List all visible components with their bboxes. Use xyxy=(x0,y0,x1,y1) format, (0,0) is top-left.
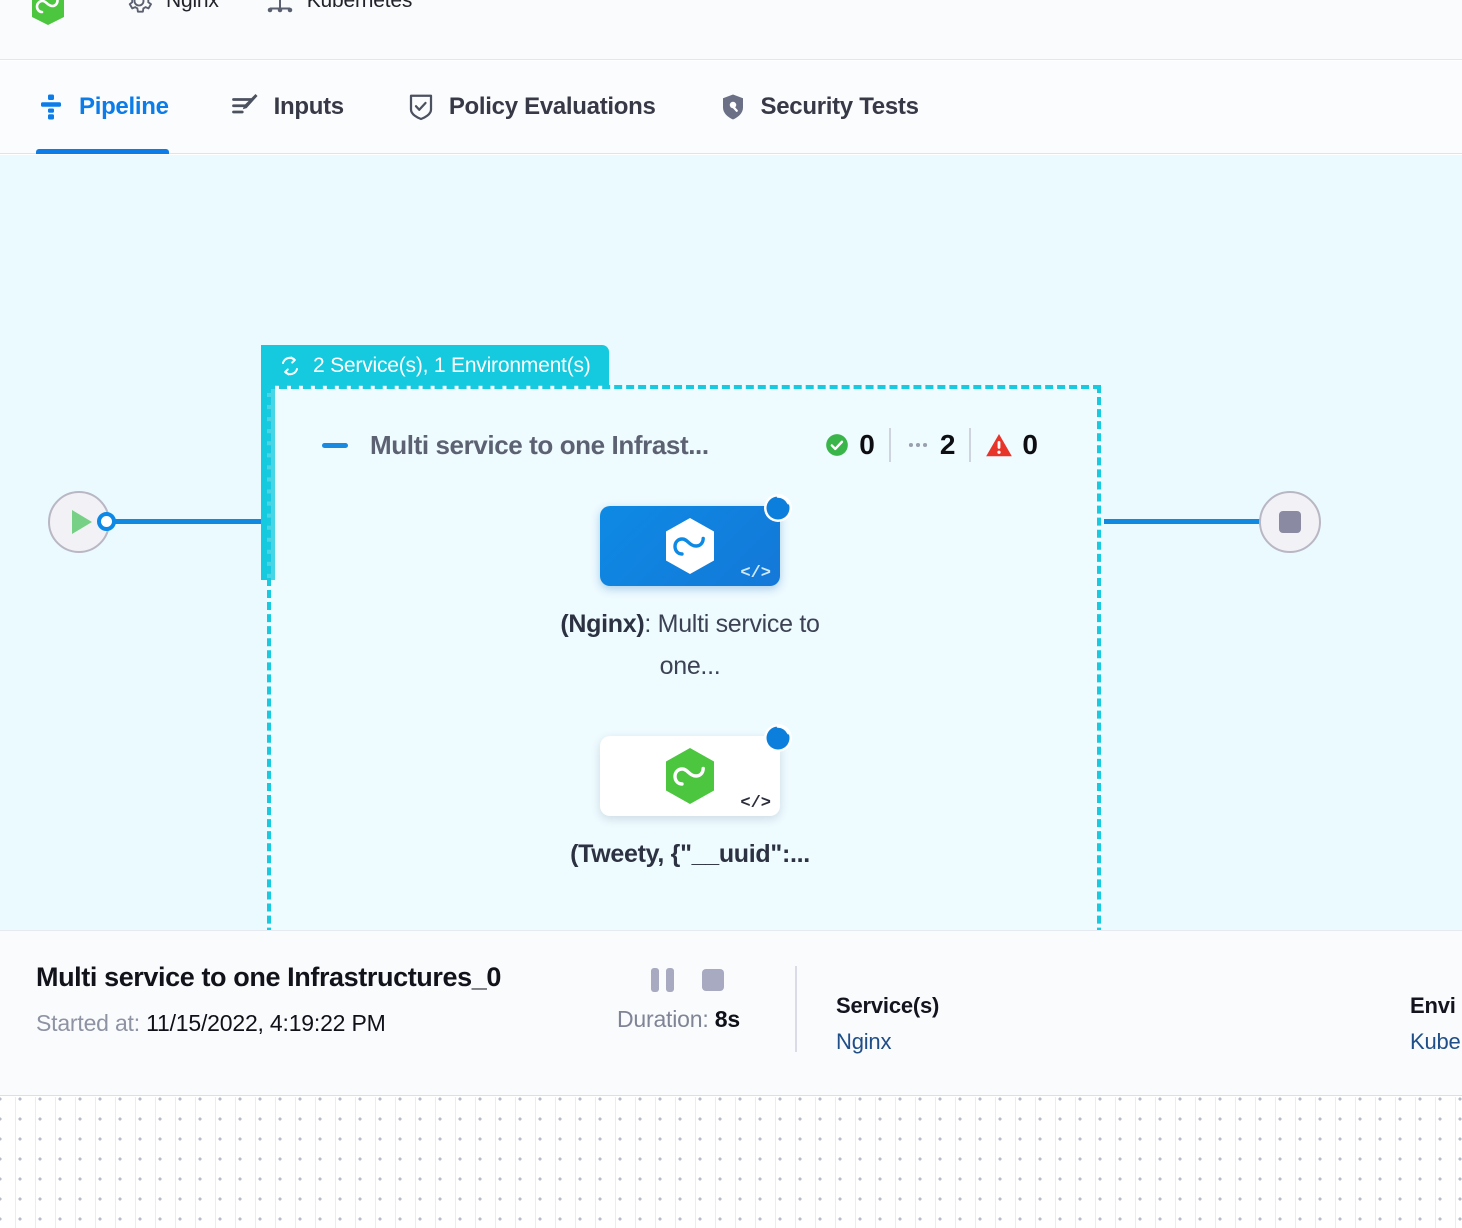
environments-column-title: Envi xyxy=(1410,993,1456,1018)
node-label-rest: : Multi service to one... xyxy=(644,610,820,680)
duration-label: Duration: xyxy=(617,1006,709,1032)
running-spinner-badge xyxy=(764,494,792,522)
pipeline-end-node[interactable] xyxy=(1259,491,1321,553)
breadcrumb-item-harness[interactable] xyxy=(30,0,78,26)
inputs-icon xyxy=(231,94,258,114)
stat-divider xyxy=(969,428,972,462)
breadcrumb-strip: Nginx Kubernetes xyxy=(0,0,1462,60)
group-header-label: 2 Service(s), 1 Environment(s) xyxy=(313,353,591,377)
pause-icon[interactable] xyxy=(651,968,674,992)
stat-value: 0 xyxy=(1022,429,1038,460)
tab-label: Policy Evaluations xyxy=(448,93,656,120)
kubernetes-icon xyxy=(267,0,292,13)
service-node-tweety[interactable]: </> xyxy=(600,724,792,816)
breadcrumb-label: Kubernetes xyxy=(306,0,413,12)
breadcrumb-label: Nginx xyxy=(166,0,219,12)
stop-icon[interactable] xyxy=(702,969,724,991)
tab-inputs[interactable]: Inputs xyxy=(231,61,370,154)
tab-bar: Pipeline Inputs Policy Evaluations Secur… xyxy=(0,61,1462,154)
stat-value: 2 xyxy=(939,429,956,460)
tab-policy-evaluations[interactable]: Policy Evaluations xyxy=(406,61,682,154)
stage-group-box xyxy=(267,385,1101,930)
harness-hexagon-icon xyxy=(664,517,716,575)
execution-controls xyxy=(651,968,724,992)
gear-icon xyxy=(128,0,152,13)
service-node-nginx-label: (Nginx): Multi service to one... xyxy=(560,603,820,687)
stat-warning: 0 xyxy=(971,429,1052,461)
execution-duration: Duration: 8s xyxy=(617,1006,740,1033)
stop-icon xyxy=(1279,511,1301,533)
edge-group-to-end xyxy=(1104,519,1268,524)
execution-started: Started at: 11/15/2022, 4:19:22 PM xyxy=(36,1010,386,1037)
minus-collapse-icon[interactable] xyxy=(322,442,348,448)
security-shield-icon xyxy=(722,94,743,120)
pipeline-canvas[interactable]: 2 Service(s), 1 Environment(s) Multi ser… xyxy=(0,155,1462,930)
started-value: 11/15/2022, 4:19:22 PM xyxy=(146,1010,386,1036)
harness-hexagon-icon xyxy=(32,0,64,25)
detail-divider xyxy=(795,966,797,1052)
harness-hexagon-icon xyxy=(664,747,716,805)
code-icon: </> xyxy=(740,794,771,813)
node-label-bold: (Nginx) xyxy=(560,610,645,638)
services-column-value[interactable]: Nginx xyxy=(836,1029,892,1054)
play-icon xyxy=(72,510,92,534)
service-node-tweety-label: (Tweety, {"__uuid":... xyxy=(560,833,820,875)
environments-column-value[interactable]: Kube xyxy=(1410,1029,1461,1054)
background-dot-grid xyxy=(0,1097,1462,1228)
stage-stats: 0 2 xyxy=(810,428,1052,462)
tab-label: Pipeline xyxy=(79,93,169,120)
tab-label: Inputs xyxy=(273,93,345,120)
group-header[interactable]: 2 Service(s), 1 Environment(s) xyxy=(261,345,609,386)
stat-success: 0 xyxy=(810,429,889,461)
service-node-nginx[interactable]: </> xyxy=(600,494,792,586)
started-label: Started at: xyxy=(36,1010,140,1036)
warning-triangle-icon xyxy=(986,434,1013,457)
edge-start-to-group xyxy=(112,519,272,524)
running-spinner-badge xyxy=(764,724,792,752)
pipeline-icon xyxy=(41,94,61,120)
tab-label: Security Tests xyxy=(760,93,919,120)
duration-value: 8s xyxy=(714,1006,740,1032)
loop-repeat-icon xyxy=(282,356,298,375)
services-column-title: Service(s) xyxy=(836,993,940,1018)
code-icon: </> xyxy=(740,564,771,583)
stage-header-row[interactable]: Multi service to one Infrast... 0 xyxy=(322,423,1052,467)
execution-detail-bar xyxy=(0,930,1462,1096)
success-check-icon xyxy=(826,434,849,456)
tab-security-tests[interactable]: Security Tests xyxy=(718,61,945,154)
tab-pipeline[interactable]: Pipeline xyxy=(36,61,195,154)
stat-divider xyxy=(888,428,891,462)
node-label-bold: (Tweety, {"__uuid":... xyxy=(570,840,810,868)
execution-title: Multi service to one Infrastructures_0 xyxy=(36,962,501,992)
policy-shield-icon xyxy=(409,94,432,121)
stage-title: Multi service to one Infrast... xyxy=(370,429,709,460)
breadcrumb-item-kubernetes[interactable]: Kubernetes xyxy=(265,0,412,16)
pending-ellipsis-icon xyxy=(908,442,927,448)
stat-pending: 2 xyxy=(891,429,970,461)
breadcrumb-item-nginx[interactable]: Nginx xyxy=(124,0,219,16)
stat-value: 0 xyxy=(859,429,875,460)
